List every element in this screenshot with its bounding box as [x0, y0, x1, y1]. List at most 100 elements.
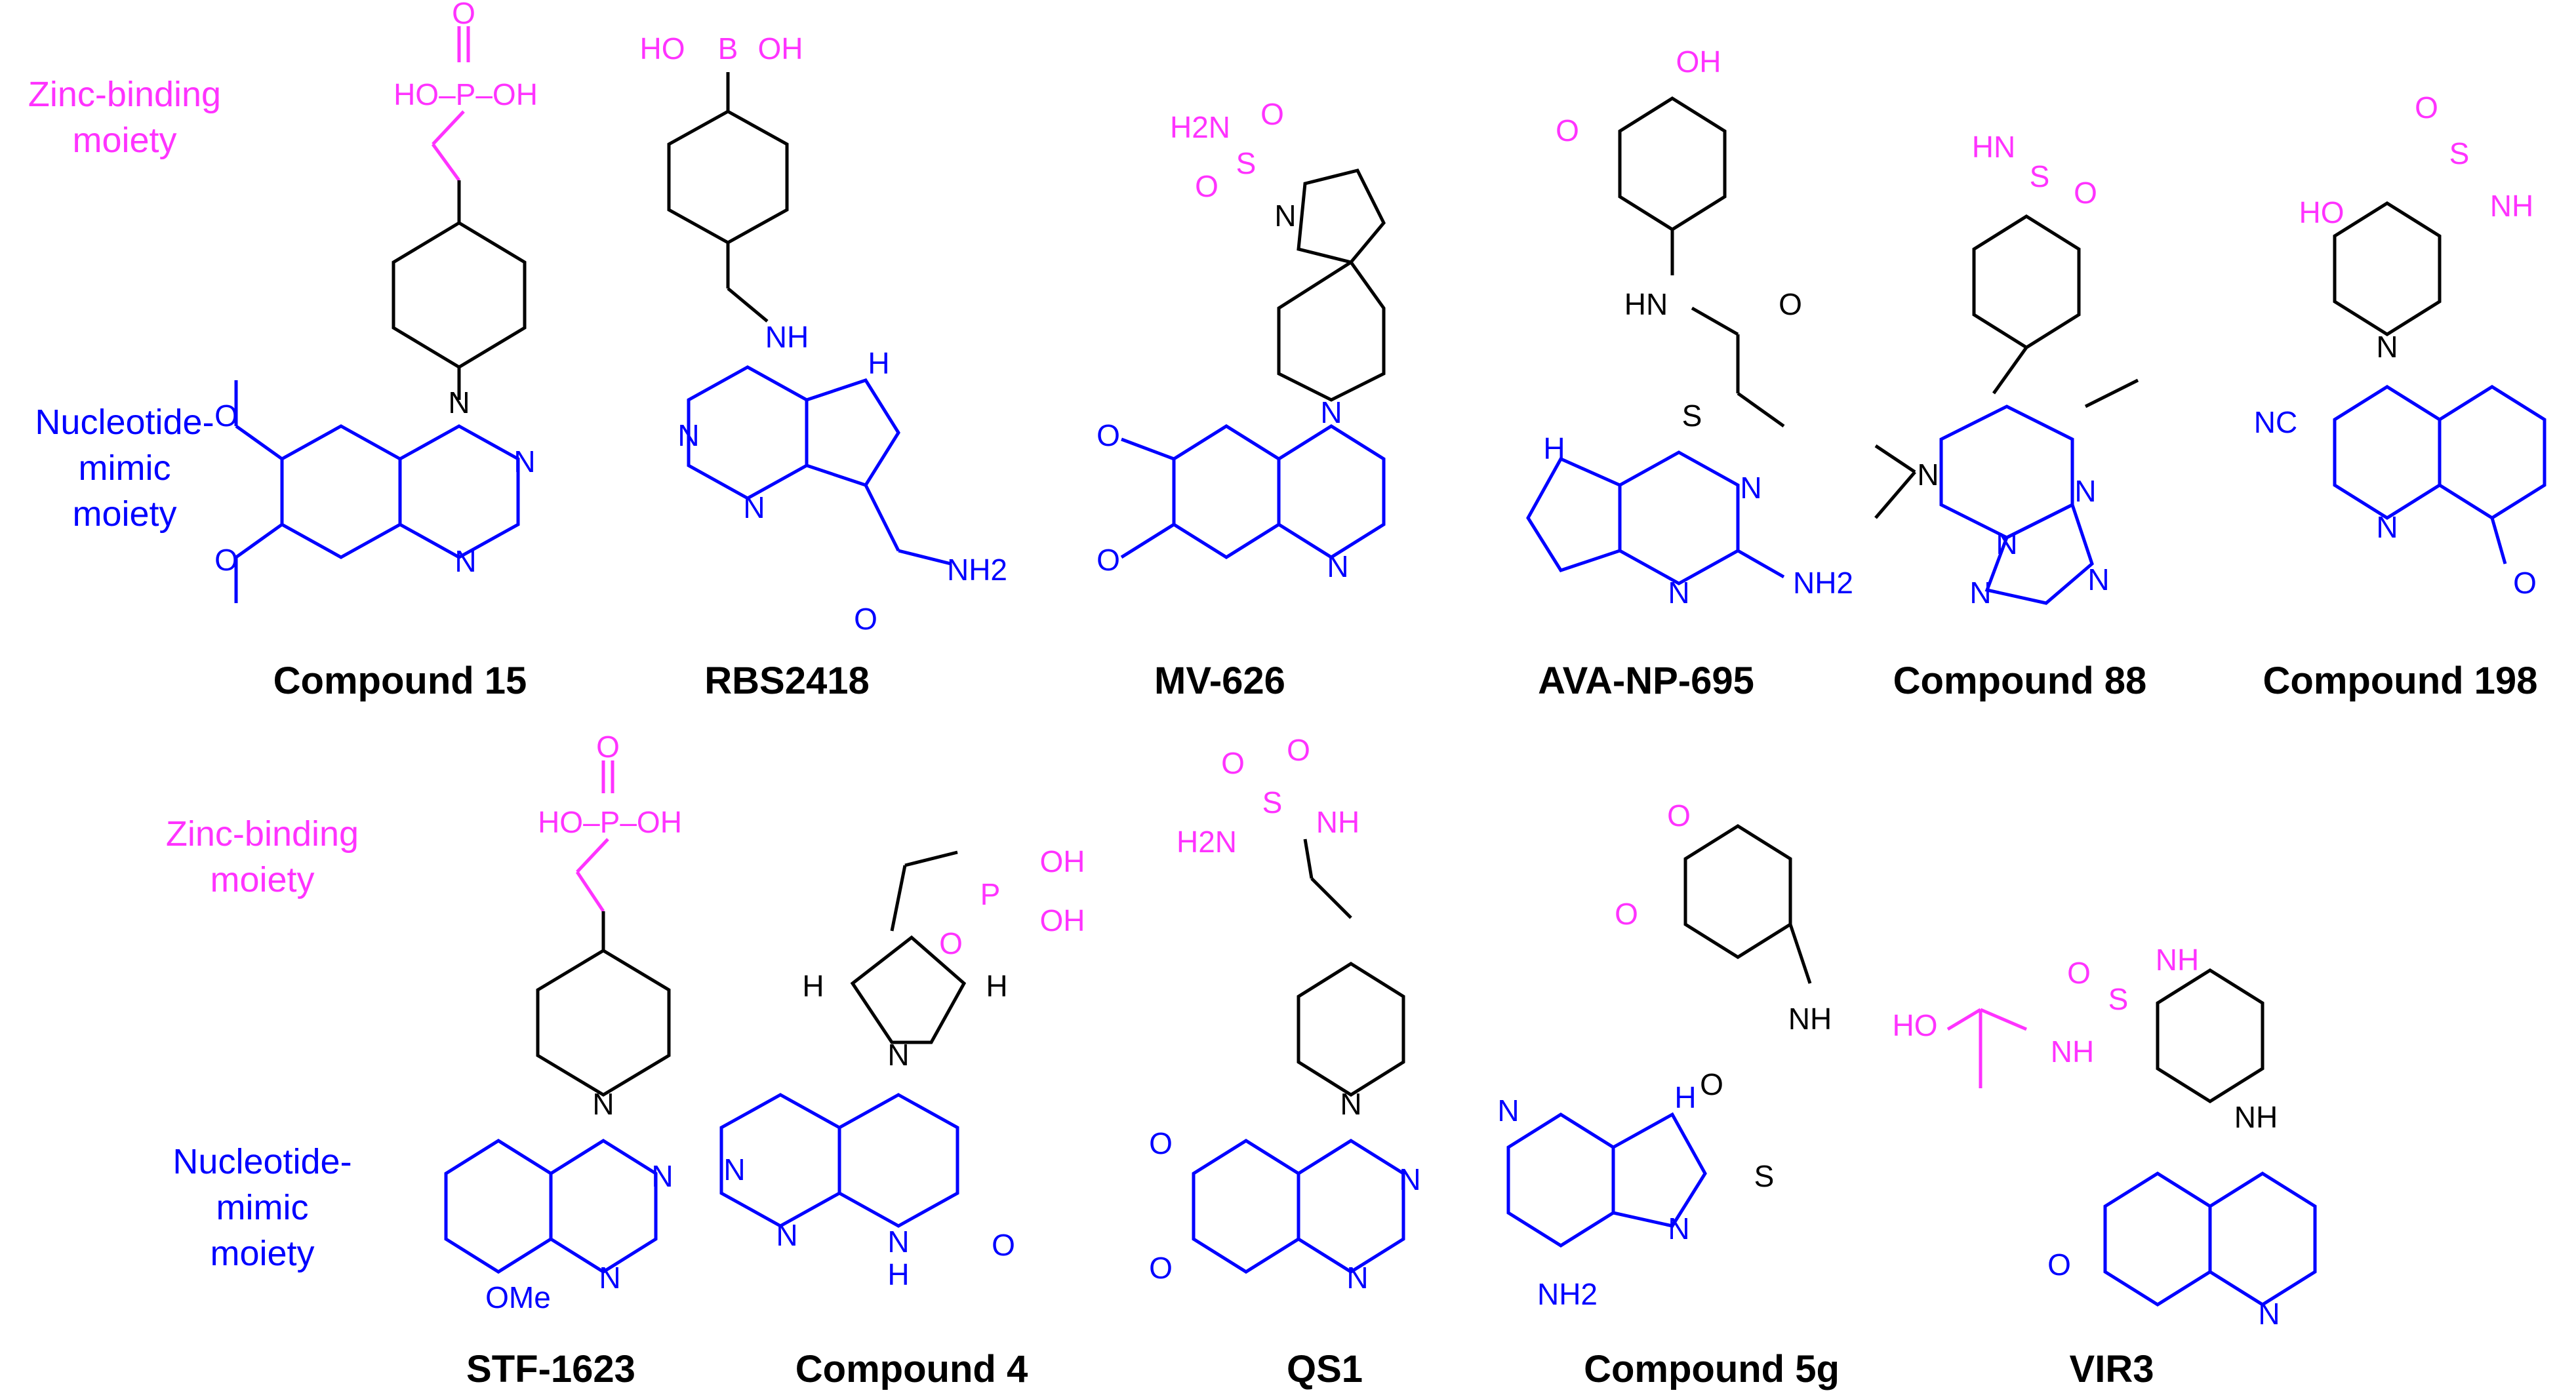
zinc-binding-atoms: O HO–P–OH: [393, 0, 538, 111]
svg-text:OH: OH: [1040, 844, 1085, 878]
svg-text:N: N: [1969, 576, 1991, 610]
compound-name: QS1: [1287, 1348, 1363, 1390]
svg-text:O: O: [2074, 176, 2097, 210]
svg-text:O: O: [1615, 897, 1638, 931]
svg-text:H: H: [802, 969, 824, 1003]
compound-names-row2: STF-1623 Compound 4 QS1 Compound 5g VIR3: [466, 1348, 2154, 1390]
svg-text:B: B: [718, 31, 738, 66]
svg-text:H2N: H2N: [1170, 110, 1230, 144]
svg-text:N: N: [677, 418, 699, 452]
structure-qs1: O O S NH H2N N N N O O: [1149, 733, 1421, 1295]
compound-name: MV-626: [1154, 660, 1285, 702]
svg-text:NH: NH: [2234, 1100, 2278, 1134]
zinc-label-line1: Zinc-binding: [28, 75, 221, 114]
svg-text:O: O: [1097, 418, 1120, 452]
svg-text:O: O: [854, 602, 877, 636]
svg-text:N: N: [1340, 1087, 1361, 1121]
compound-name: VIR3: [2070, 1348, 2154, 1390]
svg-text:O: O: [1149, 1251, 1173, 1285]
svg-text:N: N: [1274, 199, 1296, 233]
svg-text:S: S: [1262, 785, 1283, 819]
structure-rbs2418: HO B OH NH N N H O NH2: [640, 31, 1008, 636]
svg-text:N: N: [1346, 1261, 1368, 1295]
compound-name: Compound 15: [273, 660, 527, 702]
svg-text:N: N: [513, 444, 535, 479]
svg-text:N: N: [592, 1087, 614, 1121]
svg-text:S: S: [2030, 159, 2050, 193]
svg-text:N: N: [2376, 330, 2398, 364]
svg-text:NH: NH: [1788, 1002, 1832, 1036]
svg-text:N: N: [723, 1153, 745, 1187]
svg-text:N: N: [2074, 474, 2096, 508]
svg-text:O: O: [992, 1228, 1015, 1262]
structure-stf-1623: O HO–P–OH N N N OMe: [444, 730, 682, 1314]
structure-compound-5g: O O NH O S N H N NH2: [1497, 798, 1832, 1311]
compound-name: AVA-NP-695: [1538, 660, 1754, 702]
nucleotide-label-line1: Nucleotide-: [35, 403, 214, 442]
compound-name: Compound 4: [795, 1348, 1028, 1390]
svg-text:NH: NH: [2490, 189, 2533, 223]
row2-nucleotide-label: Nucleotide- mimic moiety: [172, 1142, 352, 1273]
svg-text:O: O: [2047, 1248, 2071, 1282]
svg-text:OH: OH: [1676, 45, 1721, 79]
svg-text:N: N: [599, 1261, 620, 1295]
compound-name: STF-1623: [466, 1348, 635, 1390]
svg-text:NH: NH: [765, 320, 809, 354]
svg-text:S: S: [1682, 399, 1702, 433]
svg-text:NH: NH: [1316, 805, 1359, 839]
zinc-label-line1: Zinc-binding: [166, 814, 359, 854]
compound-name: Compound 5g: [1584, 1348, 1840, 1390]
svg-text:O: O: [214, 399, 238, 433]
svg-text:N: N: [743, 490, 765, 524]
svg-text:P: P: [980, 877, 1001, 911]
svg-text:N: N: [1996, 526, 2017, 561]
svg-text:H: H: [868, 346, 889, 380]
structure-compound-88: HN S O N N N N N: [1874, 130, 2139, 610]
nucleotide-label-line1: Nucleotide-: [172, 1142, 352, 1181]
svg-text:N: N: [2258, 1297, 2280, 1331]
svg-text:H: H: [986, 969, 1007, 1003]
svg-text:HO: HO: [1893, 1008, 1938, 1042]
svg-text:O: O: [939, 926, 963, 960]
zinc-label-line2: moiety: [210, 860, 314, 899]
svg-text:N: N: [887, 1225, 909, 1259]
svg-text:S: S: [2449, 136, 2470, 170]
structure-compound-198: O S NH HO N NC N O: [2254, 90, 2546, 600]
nucleotide-label-line3: moiety: [210, 1234, 314, 1273]
svg-text:NH2: NH2: [1537, 1277, 1598, 1311]
svg-text:N: N: [651, 1159, 673, 1193]
structure-ava-np-695: OH O HN O S H N N NH2: [1526, 45, 1853, 610]
svg-text:N: N: [448, 385, 470, 420]
structure-compound-4: H H N P OH OH O N N N H O: [719, 844, 1085, 1291]
scaffold: [392, 180, 527, 400]
svg-text:HO–P–OH: HO–P–OH: [538, 805, 682, 839]
svg-text:H: H: [887, 1257, 909, 1291]
svg-text:HO: HO: [2299, 195, 2345, 229]
structure-mv-626: H2N O S O N N N O O: [1097, 97, 1386, 583]
compound-name: Compound 88: [1893, 660, 2147, 702]
svg-text:N: N: [1327, 549, 1348, 583]
svg-text:NH: NH: [2156, 943, 2199, 977]
svg-text:N: N: [1320, 395, 1342, 429]
svg-text:O: O: [452, 0, 475, 30]
svg-text:S: S: [2108, 982, 2129, 1016]
svg-text:OMe: OMe: [485, 1280, 551, 1314]
svg-text:O: O: [1097, 543, 1120, 577]
svg-text:NH: NH: [2051, 1034, 2094, 1069]
row1-zinc-label: Zinc-binding moiety: [28, 75, 221, 160]
compound-names-row1: Compound 15 RBS2418 MV-626 AVA-NP-695 Co…: [273, 660, 2538, 702]
svg-text:O: O: [1556, 113, 1579, 148]
svg-text:HN: HN: [1624, 287, 1668, 321]
svg-text:O: O: [2513, 566, 2537, 600]
structure-compound-15: O HO–P–OH N N N O O: [214, 0, 538, 603]
svg-text:N: N: [1497, 1094, 1519, 1128]
svg-text:H: H: [1543, 431, 1565, 465]
svg-text:O: O: [596, 730, 620, 764]
svg-text:HO–P–OH: HO–P–OH: [393, 77, 538, 111]
svg-text:O: O: [1667, 798, 1691, 833]
svg-text:N: N: [1399, 1162, 1420, 1196]
structure-vir3: HO NH S O NH NH N O: [1893, 943, 2317, 1331]
svg-text:NH2: NH2: [1793, 566, 1853, 600]
svg-text:O: O: [2067, 956, 2091, 990]
